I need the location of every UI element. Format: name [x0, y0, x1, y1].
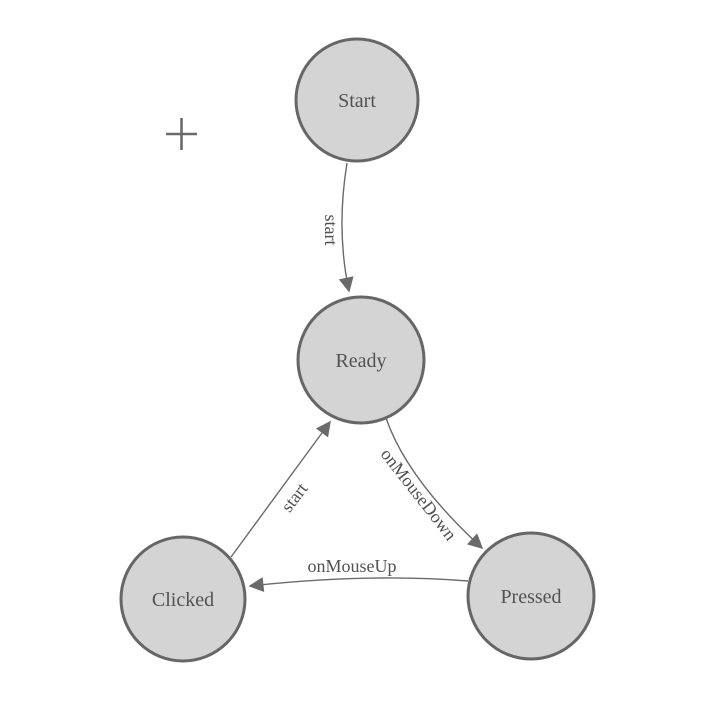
- node-clicked-circle[interactable]: [119, 535, 247, 663]
- node-pressed[interactable]: Pressed: [466, 531, 596, 661]
- edge-label-pressed-to-clicked: onMouseUp: [308, 556, 397, 576]
- crosshair-icon: [166, 118, 197, 150]
- edge-label-clicked-to-ready: start: [277, 479, 312, 516]
- node-pressed-label: Pressed: [500, 586, 561, 608]
- edge-ready-to-pressed[interactable]: [385, 417, 484, 550]
- edge-pressed-to-clicked[interactable]: [248, 577, 469, 593]
- node-start-label: Start: [338, 90, 376, 112]
- edge-clicked-to-ready[interactable]: [230, 420, 331, 558]
- node-clicked-label: Clicked: [152, 589, 214, 611]
- edge-label-start-to-ready: start: [321, 215, 341, 246]
- node-pressed-circle[interactable]: [466, 531, 596, 661]
- node-ready-label: Ready: [335, 350, 386, 372]
- node-start-circle[interactable]: [294, 37, 420, 163]
- node-clicked[interactable]: Clicked: [119, 535, 247, 663]
- node-start[interactable]: Start: [294, 37, 420, 163]
- edge-start-to-ready[interactable]: [338, 162, 354, 293]
- node-ready[interactable]: Ready: [296, 295, 426, 425]
- node-ready-circle[interactable]: [296, 295, 426, 425]
- edge-label-ready-to-pressed: onMouseDown: [377, 444, 461, 544]
